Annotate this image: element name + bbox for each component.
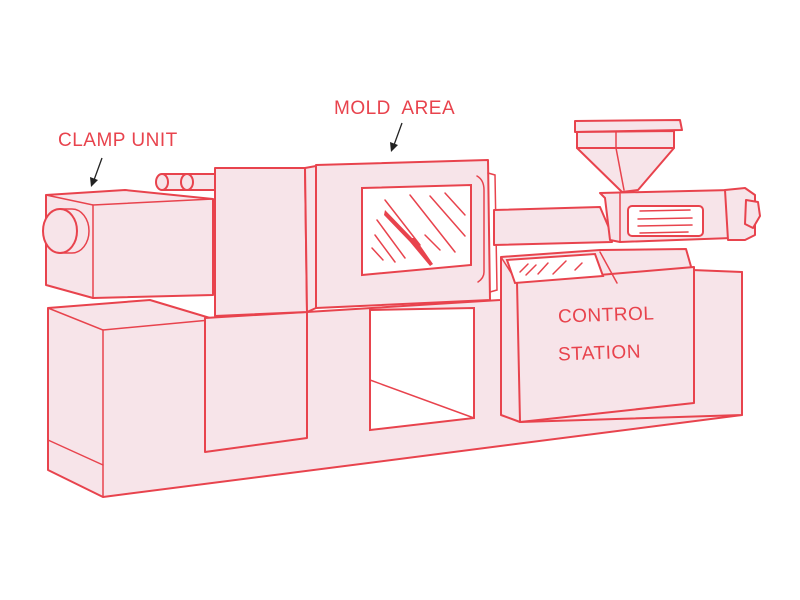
clamp-unit bbox=[42, 173, 218, 299]
moving-platen bbox=[214, 167, 308, 317]
mold-area-label: MOLD AREA bbox=[334, 98, 456, 119]
control-label-line1: CONTROL bbox=[557, 303, 655, 328]
control-station bbox=[500, 248, 743, 423]
control-screen bbox=[505, 252, 605, 285]
injection-unit bbox=[493, 119, 761, 246]
mold-area bbox=[315, 159, 498, 309]
platen-edge bbox=[304, 165, 317, 313]
mold-part-icon bbox=[384, 210, 433, 266]
clamp-arrow bbox=[90, 157, 103, 187]
mold-window bbox=[361, 183, 472, 277]
mold-arrow bbox=[390, 122, 403, 152]
clamp-unit-label: CLAMP UNIT bbox=[58, 130, 178, 151]
control-label-line2: STATION bbox=[557, 341, 642, 366]
